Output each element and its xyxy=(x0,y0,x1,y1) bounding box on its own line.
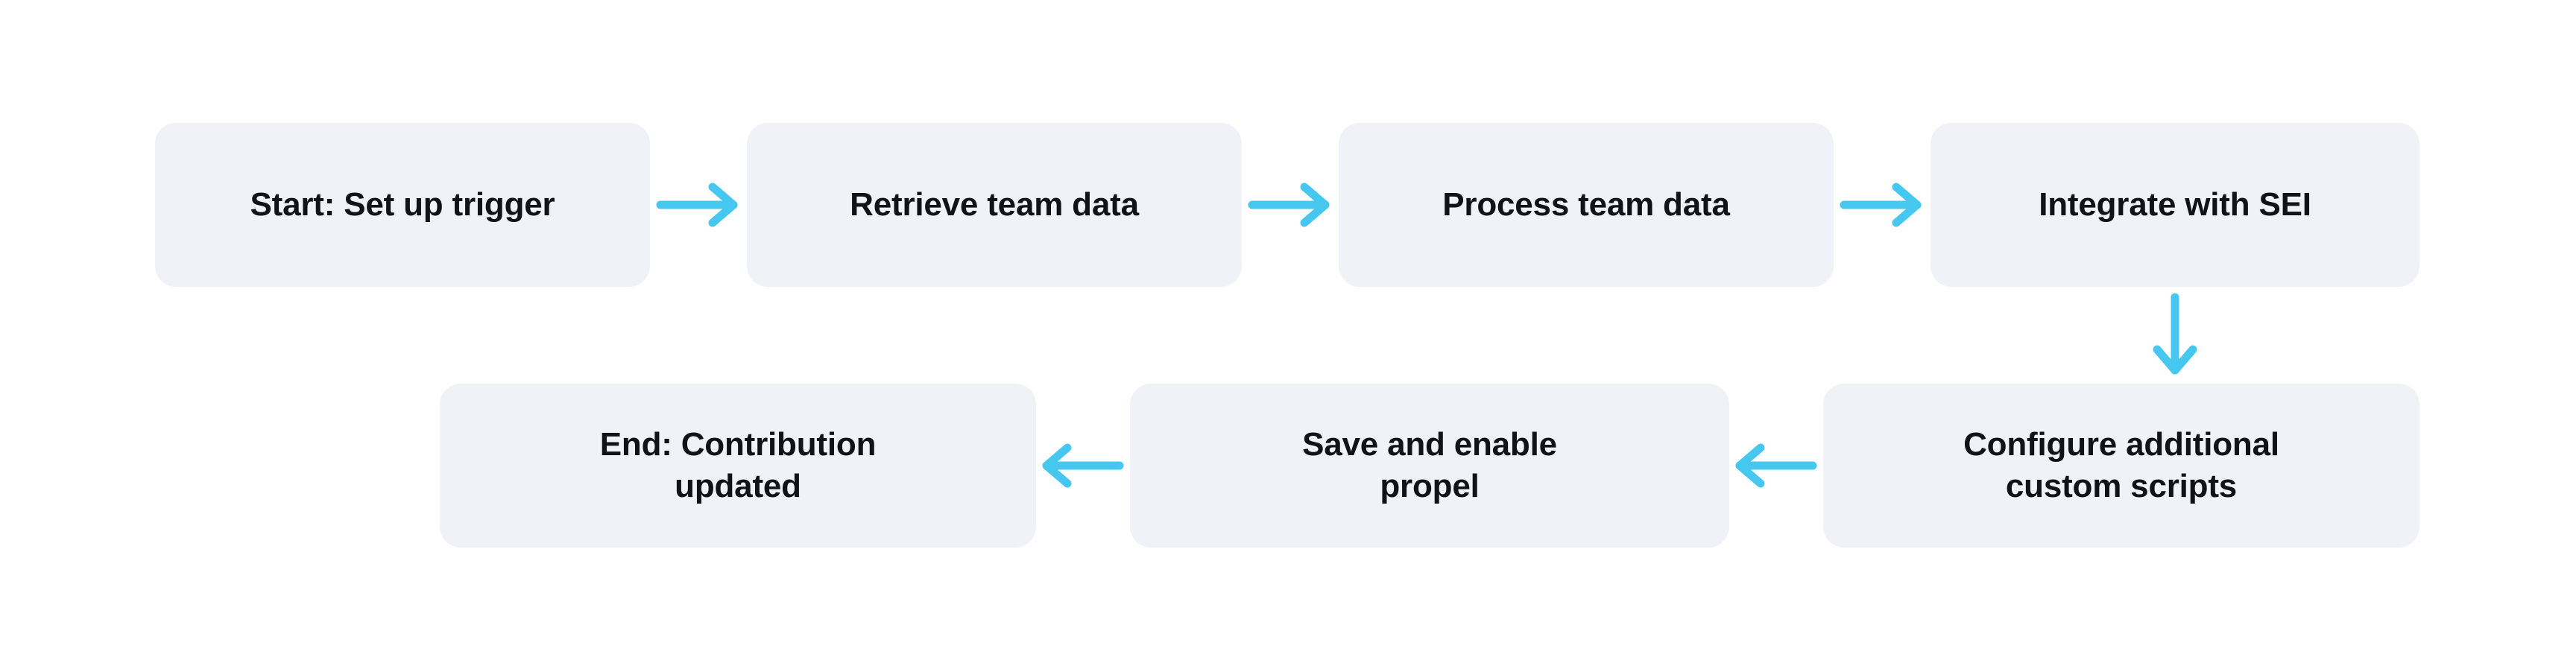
arrow-down-integrate-to-configure xyxy=(2153,287,2197,384)
arrow-right-start-to-retrieve xyxy=(650,183,747,227)
arrow-left-configure-to-save xyxy=(1729,443,1823,488)
flow-node-start[interactable]: Start: Set up trigger xyxy=(155,123,650,287)
arrow-right-process-to-integrate xyxy=(1834,183,1931,227)
flow-node-save-and-enable-propel[interactable]: Save and enable propel xyxy=(1130,384,1729,548)
arrow-right-retrieve-to-process xyxy=(1242,183,1339,227)
flow-node-save-and-enable-propel-label: Save and enable propel xyxy=(1302,425,1557,504)
flow-node-start-label: Start: Set up trigger xyxy=(250,186,555,223)
flow-node-configure-custom-scripts[interactable]: Configure additional custom scripts xyxy=(1823,384,2419,548)
arrow-left-save-to-end xyxy=(1036,443,1130,488)
flow-node-integrate-with-sei-label: Integrate with SEI xyxy=(2039,186,2311,223)
flow-node-process-team-data[interactable]: Process team data xyxy=(1339,123,1834,287)
flow-node-end-contribution-updated[interactable]: End: Contribution updated xyxy=(440,384,1036,548)
flow-node-integrate-with-sei[interactable]: Integrate with SEI xyxy=(1931,123,2419,287)
flow-node-configure-custom-scripts-label: Configure additional custom scripts xyxy=(1963,425,2279,504)
flow-node-process-team-data-label: Process team data xyxy=(1442,186,1730,223)
flow-node-retrieve-team-data[interactable]: Retrieve team data xyxy=(747,123,1242,287)
flow-node-retrieve-team-data-label: Retrieve team data xyxy=(850,186,1139,223)
flow-node-end-contribution-updated-label: End: Contribution updated xyxy=(599,425,877,504)
